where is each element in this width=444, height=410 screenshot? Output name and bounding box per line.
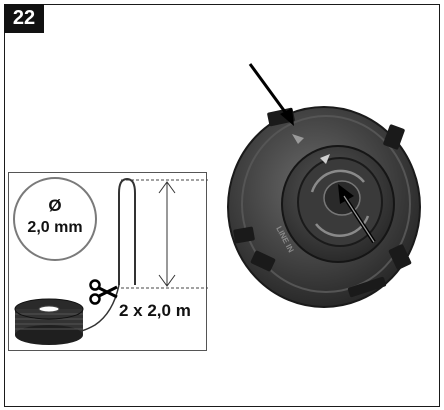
diameter-symbol: Ø xyxy=(48,196,62,215)
arrow-pointer-hub xyxy=(338,184,376,244)
step-number-badge: 22 xyxy=(4,4,44,33)
line-spool-image xyxy=(14,298,84,345)
line-loop-drawing xyxy=(68,177,208,334)
line-length-label: 2 x 2,0 m xyxy=(119,301,191,320)
scissors-icon xyxy=(89,279,118,305)
figure-frame xyxy=(4,4,440,407)
diameter-circle: Ø 2,0 mm xyxy=(13,177,97,261)
diameter-value: 2,0 mm xyxy=(27,219,83,236)
line-spec-inset: Ø 2,0 mm 2 x 2,0 m xyxy=(8,172,208,351)
arrow-pointer-top xyxy=(248,63,294,126)
